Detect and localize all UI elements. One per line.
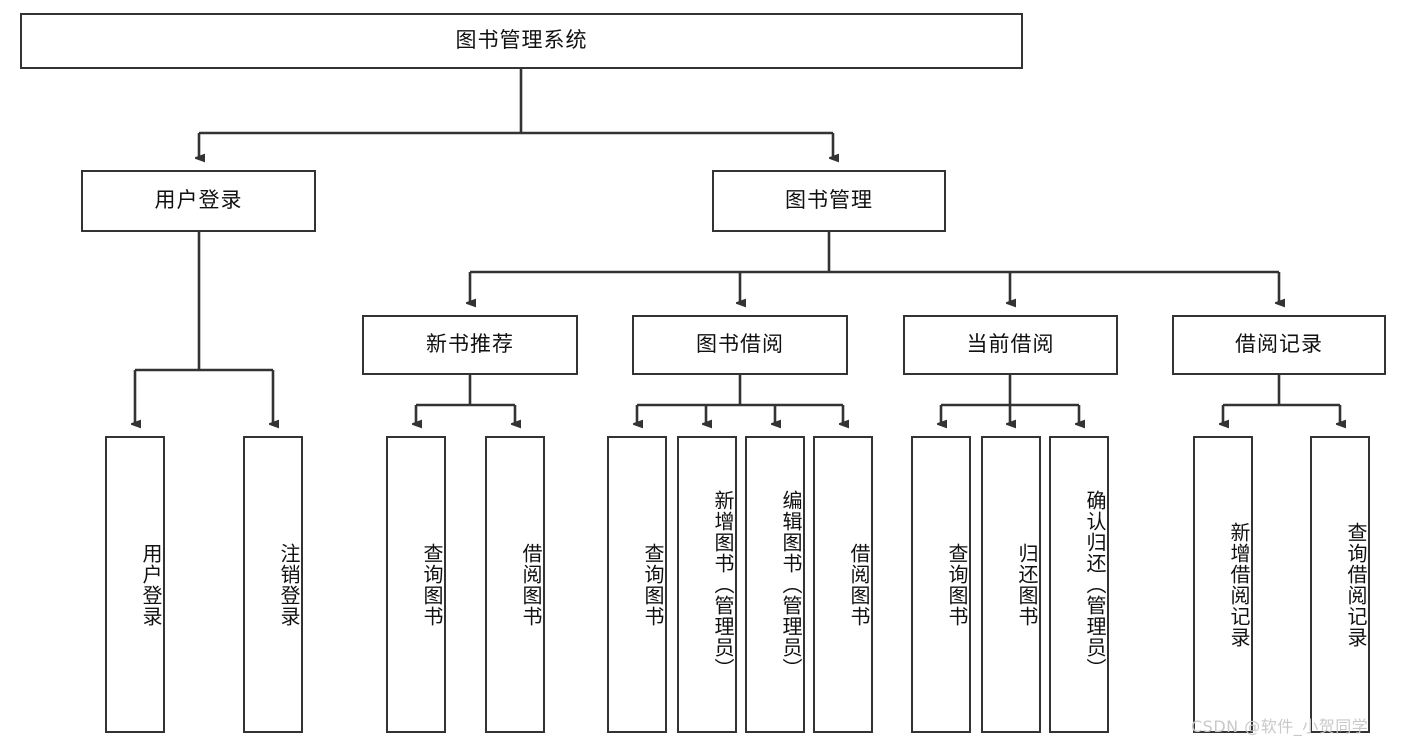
node-leaf-query-book-2[interactable]: 查询图书 xyxy=(607,436,667,733)
node-leaf-user-login[interactable]: 用户登录 xyxy=(105,436,165,733)
node-new-book-recommend[interactable]: 新书推荐 xyxy=(362,315,578,375)
node-leaf-query-book-1[interactable]: 查询图书 xyxy=(386,436,446,733)
node-leaf-return-book[interactable]: 归还图书 xyxy=(981,436,1041,733)
node-leaf-logout-login[interactable]: 注销登录 xyxy=(243,436,303,733)
node-user-login[interactable]: 用户登录 xyxy=(81,170,316,232)
node-leaf-borrow-book-1[interactable]: 借阅图书 xyxy=(485,436,545,733)
watermark-csdn: CSDN @软件_小贺同学 xyxy=(1191,717,1369,736)
node-book-borrow[interactable]: 图书借阅 xyxy=(632,315,848,375)
node-borrow-record[interactable]: 借阅记录 xyxy=(1172,315,1386,375)
node-current-borrow[interactable]: 当前借阅 xyxy=(903,315,1118,375)
node-book-management[interactable]: 图书管理 xyxy=(712,170,946,232)
node-leaf-edit-book[interactable]: 编辑图书（管理员） xyxy=(745,436,805,733)
node-leaf-query-book-3[interactable]: 查询图书 xyxy=(911,436,971,733)
node-leaf-confirm-return[interactable]: 确认归还（管理员） xyxy=(1049,436,1109,733)
node-leaf-add-book[interactable]: 新增图书（管理员） xyxy=(677,436,737,733)
node-leaf-borrow-book-2[interactable]: 借阅图书 xyxy=(813,436,873,733)
node-leaf-query-record[interactable]: 查询借阅记录 xyxy=(1310,436,1370,733)
node-root-system[interactable]: 图书管理系统 xyxy=(20,13,1023,69)
node-leaf-add-record[interactable]: 新增借阅记录 xyxy=(1193,436,1253,733)
